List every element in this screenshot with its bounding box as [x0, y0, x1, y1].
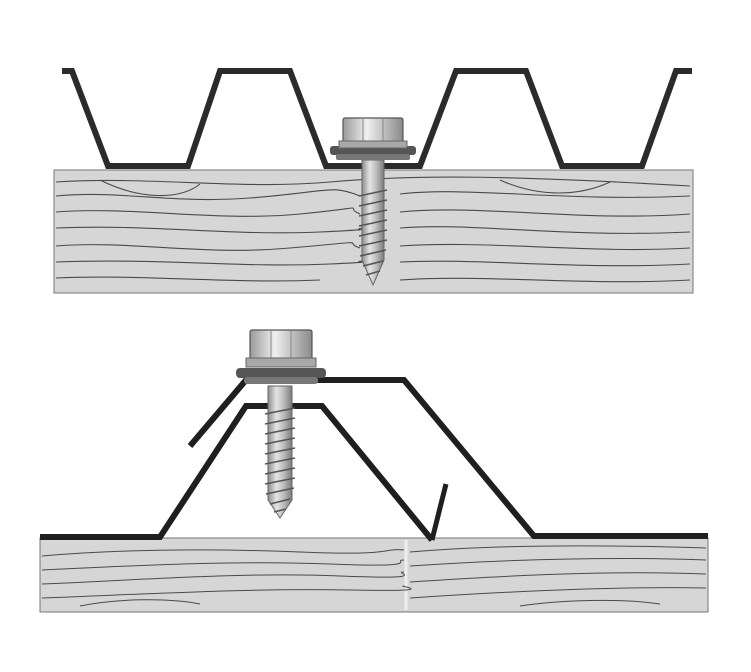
wood-batten-bottom	[39, 537, 709, 613]
screw-thread	[358, 189, 388, 276]
wood-grain-lines	[41, 545, 707, 607]
screw-icon	[236, 329, 326, 519]
screw-icon	[330, 117, 416, 287]
washer-icon	[236, 368, 326, 384]
screw-thread	[264, 407, 296, 513]
lower-metal-sheet	[40, 403, 435, 542]
panel-bottom	[39, 329, 709, 613]
upper-metal-sheet	[187, 377, 708, 539]
panel-top	[53, 68, 694, 294]
wood-batten-body	[39, 537, 709, 613]
lower-sheet-hook	[429, 483, 449, 541]
